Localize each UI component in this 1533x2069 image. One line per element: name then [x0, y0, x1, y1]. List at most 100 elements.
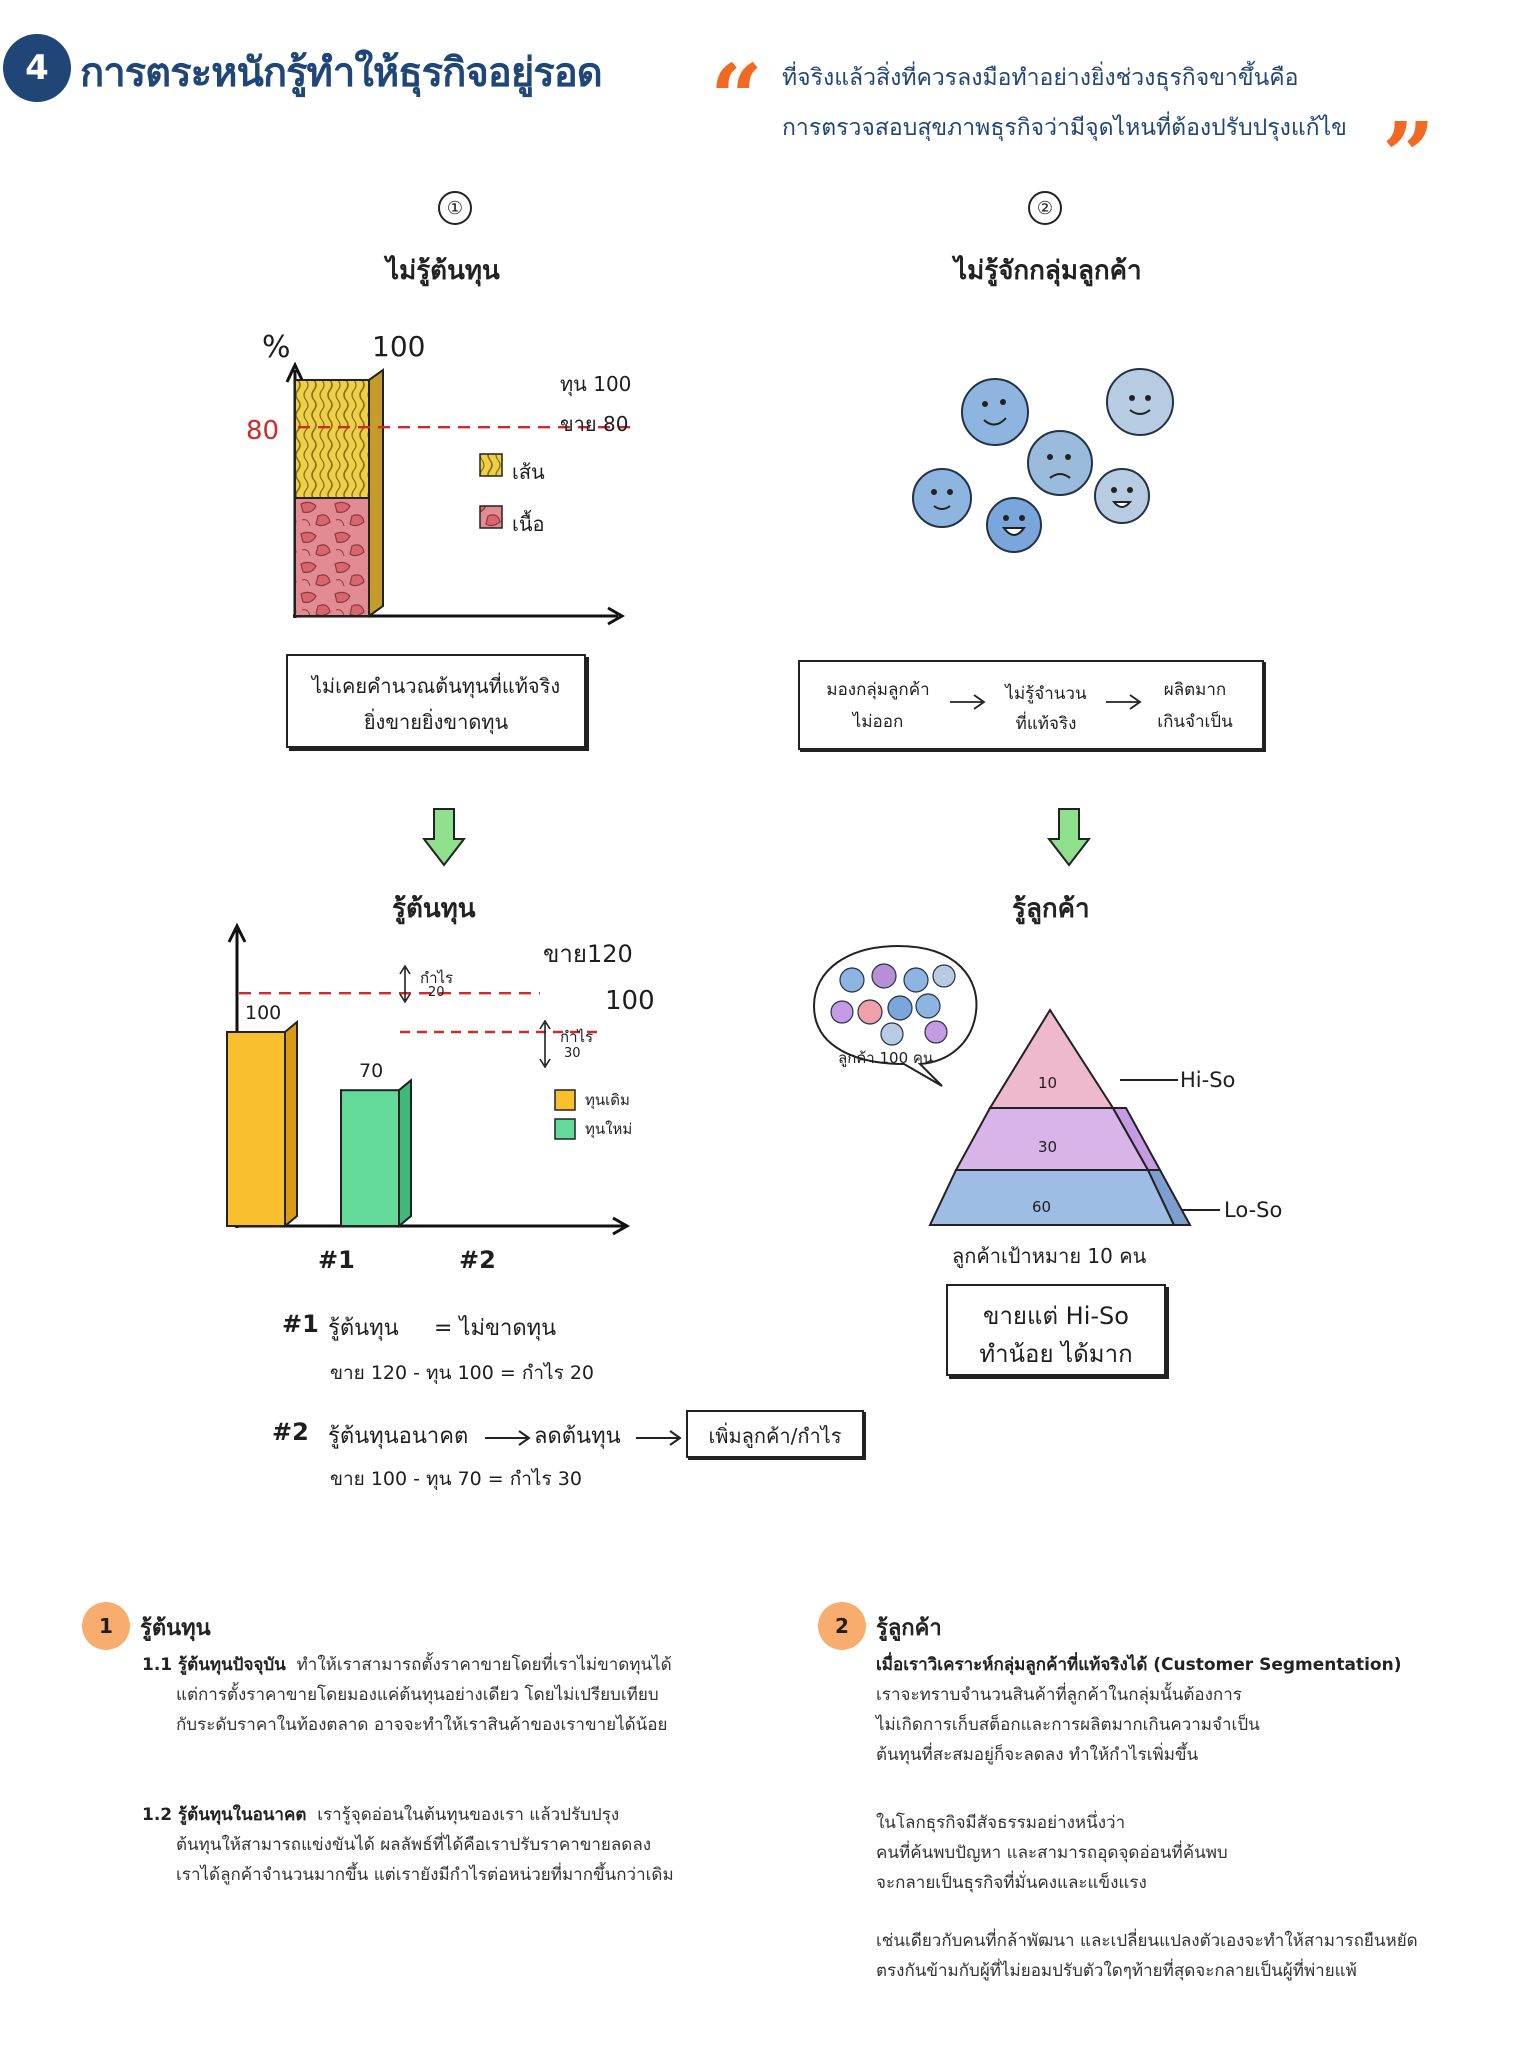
chart2-profit-bottom: กำไร	[560, 1028, 594, 1046]
bar-2-value-label: 70	[359, 1060, 384, 1083]
result-box-line-1: ขายแต่ Hi-So	[983, 1302, 1129, 1330]
legend-meat-label: เนื้อ	[512, 512, 545, 536]
chart2-profit-top-val: 20	[428, 985, 445, 1000]
face-calm-icon	[912, 468, 972, 528]
legend-new-label: ทุนใหม่	[585, 1120, 633, 1138]
flow-step-1-line-2: ไม่ออก	[852, 712, 904, 732]
note1-calc: ขาย 120 - ทุน 100 = กำไร 20	[330, 1362, 594, 1384]
solution-title-cost: รู้ต้นทุน	[392, 894, 476, 924]
pyramid-bottom-value: 60	[1032, 1198, 1052, 1216]
bar-3d-side	[368, 368, 384, 618]
footer-cost-p1-line-2: แต่การตั้งราคาขายโดยมองแค่ต้นทุนอย่างเดี…	[176, 1685, 659, 1705]
x-label-1: #1	[318, 1246, 355, 1274]
footer-customer-p1-line-1: เราจะทราบจำนวนสินค้าที่ลูกค้าในกลุ่มนั้น…	[876, 1685, 1242, 1705]
footer-cost-p2-line-1: เรารู้จุดอ่อนในต้นทุนของเรา แล้วปรับปรุง	[317, 1805, 620, 1825]
note1-head: #1	[282, 1310, 319, 1338]
problem-title-customer: ไม่รู้จักกลุ่มลูกค้า	[954, 256, 1142, 286]
footer-cost-p1-line-3: กับระดับราคาในท้องตลาด อาจจะทำให้เราสินค…	[176, 1715, 668, 1735]
footer-customer-p3-line-2: ตรงกันข้ามกับผู้ที่ไม่ยอมปรับตัวใดๆท้ายท…	[876, 1961, 1357, 1981]
flow-step-2-line-2: ที่แท้จริง	[1015, 714, 1077, 734]
footer-customer-para-3: เช่นเดียวกับคนที่กล้าพัฒนา และเปลี่ยนแปล…	[876, 1926, 1516, 1986]
footer-customer-p2-line-1: ในโลกธุรกิจมีสัจธรรมอย่างหนึ่งว่า	[876, 1813, 1126, 1833]
flow-step-1-line-1: มองกลุ่มลูกค้า	[826, 680, 930, 700]
bar-1-value-label: 100	[245, 1002, 282, 1024]
footer-customer-para-2: ในโลกธุรกิจมีสัจธรรมอย่างหนึ่งว่า คนที่ค…	[876, 1808, 1496, 1898]
chart1-top-value: 100	[372, 330, 426, 363]
note2-box: เพิ่มลูกค้า/กำไร	[686, 1410, 864, 1458]
section-number-badge: 4	[3, 34, 71, 102]
pyramid-lo-so-tier	[928, 1169, 1176, 1226]
meat-bar	[294, 497, 370, 617]
speech-bubble	[812, 944, 978, 1087]
footer-cost-para-1: 1.1 รู้ต้นทุนปัจจุบัน ทำให้เราสามารถตั้ง…	[142, 1650, 702, 1740]
footer-cost-p2-line-3: เราได้ลูกค้าจำนวนมากขึ้น แต่เรายังมีกำไร…	[176, 1865, 674, 1885]
legend-old-label: ทุนเดิม	[585, 1091, 630, 1109]
bar-1-3d-side	[284, 1019, 298, 1229]
down-arrow-icon	[421, 808, 467, 867]
problem-box-cost: ไม่เคยคำนวณต้นทุนที่แท้จริง ยิ่งขายยิ่งข…	[286, 654, 586, 748]
flow-arrow-icon-2	[1106, 694, 1142, 710]
profit-30-arrow-icon	[539, 1019, 551, 1069]
down-arrow-icon-2	[1046, 808, 1092, 867]
bar-2-new-cost	[340, 1089, 400, 1227]
footer-badge-2: 2	[818, 1602, 866, 1650]
flow-step-3-line-1: ผลิตมาก	[1163, 680, 1227, 700]
quote-line-1: ที่จริงแล้วสิ่งที่ควรลงมือทำอย่างยิ่งช่ว…	[782, 65, 1299, 91]
problem-flow-box: มองกลุ่มลูกค้า ไม่ออก ไม่รู้จำนวน ที่แท้…	[798, 660, 1264, 750]
close-quote-icon: ”	[1382, 102, 1435, 210]
footer-cost-para-2: 1.2 รู้ต้นทุนในอนาคต เรารู้จุดอ่อนในต้นท…	[142, 1800, 702, 1890]
footer-cost-p1-head: 1.1 รู้ต้นทุนปัจจุบัน	[142, 1655, 286, 1675]
customer-pyramid	[928, 1008, 1220, 1226]
chart1-cost-label: ทุน 100	[560, 372, 632, 396]
footer-title-cost: รู้ต้นทุน	[140, 1616, 211, 1641]
step-one-circle: ①	[438, 191, 472, 225]
legend-meat-swatch	[479, 505, 503, 529]
cost-chart-1	[285, 361, 638, 626]
quote-line-2: การตรวจสอบสุขภาพธุรกิจว่ามีจุดไหนที่ต้อง…	[782, 115, 1347, 141]
note1-text: รู้ต้นทุน	[328, 1316, 399, 1341]
cost-chart-2	[226, 922, 631, 1236]
flow-step-3-line-2: เกินจำเป็น	[1157, 712, 1233, 732]
footer-customer-p2-line-2: คนที่ค้นพบปัญหา และสามารถอุดจุดอ่อนที่ค้…	[876, 1843, 1228, 1863]
customer-faces-group	[912, 368, 1174, 553]
chart1-ref-label: 80	[246, 416, 280, 446]
pyramid-hi-so-tier	[988, 1008, 1115, 1109]
face-wink-icon	[1094, 468, 1150, 524]
x-label-2: #2	[459, 1246, 496, 1274]
bubble-label: ลูกค้า 100 คน	[838, 1049, 934, 1067]
note2-mid: ลดต้นทุน	[534, 1424, 621, 1449]
chart1-sell-label: ขาย 80	[560, 412, 629, 436]
footer-customer-p1-line-2: ไม่เกิดการเก็บสต็อกและการผลิตมากเกินความ…	[876, 1715, 1260, 1735]
result-box-customer: ขายแต่ Hi-So ทำน้อย ได้มาก	[946, 1284, 1166, 1376]
footer-cost-p2-head: 1.2 รู้ต้นทุนในอนาคต	[142, 1805, 307, 1825]
face-smile-icon	[1106, 368, 1174, 436]
footer-customer-para-1: เมื่อเราวิเคราะห์กลุ่มลูกค้าที่แท้จริงได…	[876, 1650, 1496, 1770]
note2-head: #2	[272, 1418, 309, 1446]
footer-customer-p1-line-3: ต้นทุนที่สะสมอยู่ก็จะลดลง ทำให้กำไรเพิ่ม…	[876, 1745, 1199, 1765]
chart2-ref-label: 100	[605, 986, 655, 1016]
footer-customer-p3-line-1: เช่นเดียวกับคนที่กล้าพัฒนา และเปลี่ยนแปล…	[876, 1931, 1418, 1951]
footer-title-customer: รู้ลูกค้า	[876, 1616, 942, 1641]
step-two-circle: ②	[1028, 191, 1062, 225]
problem-box-line-1: ไม่เคยคำนวณต้นทุนที่แท้จริง	[311, 674, 561, 698]
chart2-profit-bottom-val: 30	[564, 1046, 581, 1061]
legend-old-swatch	[554, 1089, 576, 1111]
bar-2-3d-side	[398, 1078, 412, 1229]
target-customer-label: ลูกค้าเป้าหมาย 10 คน	[952, 1244, 1147, 1268]
footer-badge-1: 1	[82, 1602, 130, 1650]
solution-title-customer: รู้ลูกค้า	[1012, 894, 1090, 924]
footer-cost-p1-line-1: ทำให้เราสามารถตั้งราคาขายโดยที่เราไม่ขาด…	[296, 1655, 672, 1675]
note2-arrow-icon-2	[636, 1430, 682, 1446]
note2-arrow-icon-1	[485, 1430, 531, 1446]
note2-box-label: เพิ่มลูกค้า/กำไร	[708, 1424, 842, 1448]
flow-step-2-line-1: ไม่รู้จำนวน	[1005, 684, 1087, 704]
noodle-bar	[294, 379, 370, 499]
legend-noodle-swatch	[479, 453, 503, 477]
note2-calc: ขาย 100 - ทุน 70 = กำไร 30	[330, 1468, 582, 1490]
chart1-percent-label: %	[262, 330, 291, 365]
footer-customer-p1-head: เมื่อเราวิเคราะห์กลุ่มลูกค้าที่แท้จริงได…	[876, 1655, 1402, 1675]
note1-result: = ไม่ขาดทุน	[434, 1316, 557, 1341]
face-laugh-icon	[986, 497, 1042, 553]
face-sad-icon	[1027, 430, 1093, 496]
footer-customer-p2-line-3: จะกลายเป็นธุรกิจที่มั่นคงและแข็งแรง	[876, 1873, 1147, 1893]
